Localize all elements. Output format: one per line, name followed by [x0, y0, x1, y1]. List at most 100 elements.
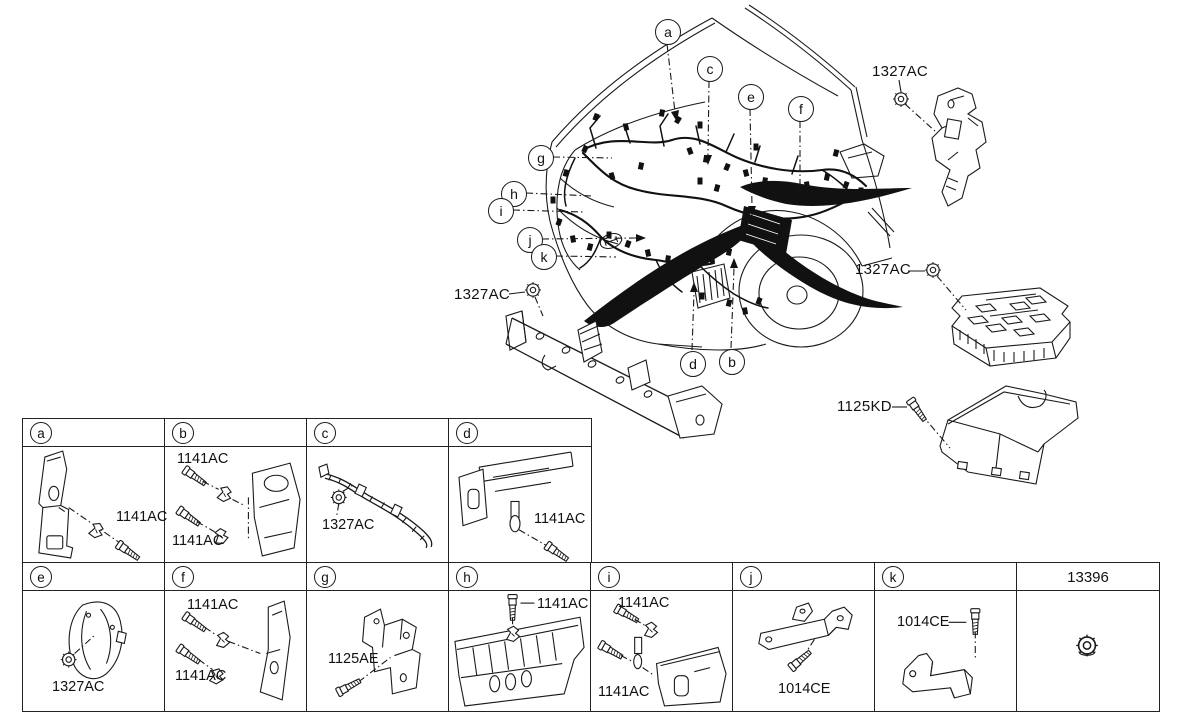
callout-b[interactable]: b [719, 349, 745, 375]
part-label-1327ac-bracket[interactable]: 1327AC [872, 63, 929, 80]
cell-f-header: f [165, 563, 306, 591]
engine-room-wiring-harness [550, 109, 868, 315]
callout-f-letter: f [799, 101, 803, 117]
parts-cell-f[interactable]: f 1141AC 1141AC [165, 563, 307, 711]
cell-g-part-number[interactable]: 1125AE [328, 651, 379, 667]
parts-table-row2: e 1327AC f [22, 562, 1160, 712]
wiring-bracket-part [931, 87, 987, 207]
callout-e-letter: e [747, 89, 755, 105]
fuse-box-lower-tray [939, 385, 1079, 485]
cell-k-drawing [902, 608, 981, 699]
cell-i-part-number-2[interactable]: 1141AC [598, 684, 650, 700]
cell-j-drawing [758, 602, 853, 673]
cell-f-drawing [175, 600, 291, 701]
cell-i-header: i [591, 563, 732, 591]
callout-i-letter: i [499, 203, 503, 219]
cell-13396-header: 13396 [1017, 563, 1159, 591]
parts-cell-k[interactable]: k 1014CE [875, 563, 1017, 711]
parts-cell-13396[interactable]: 13396 [1017, 563, 1159, 711]
parts-cell-g[interactable]: g 1125AE [307, 563, 449, 711]
vehicle-front-wiring-illustration [505, 4, 1079, 485]
cell-a-part-number[interactable]: 1141AC [116, 509, 168, 525]
nut-glyph-bracket [892, 90, 910, 108]
cell-b-header: b [165, 419, 306, 447]
cell-f-letter-badge: f [172, 566, 194, 588]
callout-leaders [508, 43, 967, 449]
parts-cell-b[interactable]: b 1141AC 1141AC [165, 419, 307, 563]
cell-f-part-number-1[interactable]: 1141AC [187, 597, 239, 613]
cell-a-letter-badge: a [30, 422, 52, 444]
part-label-1125kd-tray[interactable]: 1125KD [837, 398, 892, 415]
cell-j-part-number[interactable]: 1014CE [778, 681, 831, 697]
callout-d[interactable]: d [680, 351, 706, 377]
cell-g-drawing [334, 608, 421, 698]
cell-b-part-number-2[interactable]: 1141AC [172, 533, 224, 549]
parts-table-row1: a 1141AC b [22, 418, 592, 563]
callout-f[interactable]: f [788, 96, 814, 122]
cell-e-letter-badge: e [30, 566, 52, 588]
cell-j-letter-badge: j [740, 566, 762, 588]
cell-c-drawing [318, 463, 433, 549]
cell-h-drawing [454, 593, 585, 707]
cell-b-drawing [175, 462, 301, 557]
callout-e[interactable]: e [738, 84, 764, 110]
cell-b-letter-badge: b [172, 422, 194, 444]
cell-13396-drawing [1075, 633, 1099, 658]
harness-ribbons [584, 180, 912, 328]
cell-d-letter-badge: d [456, 422, 478, 444]
cell-a-drawing [38, 450, 142, 563]
callout-j-letter: j [528, 232, 532, 248]
callout-b-letter: b [728, 354, 736, 370]
harness-connectors [550, 109, 864, 315]
cell-e-drawing [60, 601, 127, 680]
callout-j[interactable]: j [517, 227, 543, 253]
fuse-box [951, 287, 1071, 367]
callout-k-letter: k [540, 249, 548, 265]
cell-h-header: h [449, 563, 590, 591]
cell-k-part-number[interactable]: 1014CE [897, 614, 950, 630]
cell-k-letter-badge: k [882, 566, 904, 588]
parts-cell-c[interactable]: c 1327AC [307, 419, 449, 563]
cell-g-header: g [307, 563, 448, 591]
cell-j-header: j [733, 563, 874, 591]
callout-g[interactable]: g [528, 145, 554, 171]
cell-e-part-number[interactable]: 1327AC [52, 679, 105, 695]
cell-g-letter-badge: g [314, 566, 336, 588]
callout-k[interactable]: k [531, 244, 557, 270]
cell-i-letter-badge: i [598, 566, 620, 588]
cell-i-drawing [597, 603, 727, 707]
parts-cell-h[interactable]: h 1141AC [449, 563, 591, 711]
cell-d-header: d [449, 419, 591, 447]
cell-e-header: e [23, 563, 164, 591]
cell-d-drawing [458, 451, 574, 563]
parts-cell-j[interactable]: j 1014CE [733, 563, 875, 711]
parts-cell-d[interactable]: d 1141AC [449, 419, 591, 563]
cell-13396-part-number[interactable]: 13396 [1067, 568, 1109, 586]
callout-i[interactable]: i [488, 198, 514, 224]
callout-c-letter: c [706, 61, 714, 77]
front-crossmember [505, 310, 723, 439]
callout-g-letter: g [537, 150, 545, 166]
part-label-1327ac-fusebox[interactable]: 1327AC [855, 261, 912, 278]
parts-cell-e[interactable]: e 1327AC [23, 563, 165, 711]
callout-d-letter: d [689, 356, 697, 372]
nut-glyph-crossmember [524, 281, 542, 299]
cell-a-header: a [23, 419, 164, 447]
cell-c-letter-badge: c [314, 422, 336, 444]
cell-h-letter-badge: h [456, 566, 478, 588]
cell-h-part-number[interactable]: 1141AC [537, 596, 589, 612]
cell-c-part-number[interactable]: 1327AC [322, 517, 375, 533]
cell-i-part-number-1[interactable]: 1141AC [618, 595, 670, 611]
cell-d-part-number[interactable]: 1141AC [534, 511, 586, 527]
callout-c[interactable]: c [697, 56, 723, 82]
parts-cell-a[interactable]: a 1141AC [23, 419, 168, 563]
callout-a-letter: a [664, 24, 672, 40]
callout-a[interactable]: a [655, 19, 681, 45]
part-label-1327ac-crossmember[interactable]: 1327AC [454, 286, 511, 303]
parts-cell-i[interactable]: i 1141AC 1141AC [591, 563, 733, 711]
bolt-glyph-tray [905, 396, 929, 424]
cell-f-part-number-2[interactable]: 1141AC [175, 668, 227, 684]
cell-b-part-number-1[interactable]: 1141AC [177, 451, 229, 467]
nut-glyph-fusebox [924, 261, 942, 279]
